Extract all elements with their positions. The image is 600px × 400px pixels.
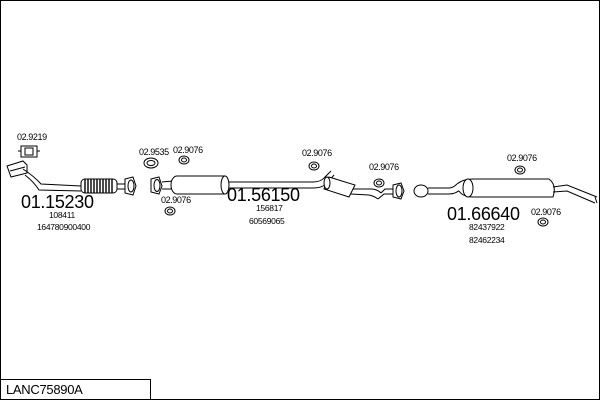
hanger-label-6: 02.9076 <box>531 207 561 217</box>
oem-ref-middle-silencer-1: 156817 <box>256 203 283 213</box>
hanger-label-5: 02.9076 <box>507 153 537 163</box>
part-number-front-pipe: 01.15230 <box>21 192 94 212</box>
ring-part <box>143 157 159 169</box>
oem-ref-middle-silencer-2: 60569065 <box>249 216 285 226</box>
hanger-label-1: 02.9076 <box>173 145 203 155</box>
oem-ref-rear-silencer-2: 82462234 <box>469 235 505 245</box>
front-pipe <box>6 160 137 196</box>
gasket-part <box>18 145 40 158</box>
part-number-middle-silencer: 01.56150 <box>227 185 300 205</box>
part-number-rear-silencer: 01.66640 <box>447 204 520 224</box>
hanger-label-2: 02.9076 <box>161 195 191 205</box>
ring-label: 02.9535 <box>139 147 169 157</box>
hanger-label-3: 02.9076 <box>302 148 332 158</box>
diagram-id: LANC75890A <box>6 382 83 397</box>
gasket-label: 02.9219 <box>17 132 47 142</box>
oem-ref-front-pipe-1: 108411 <box>49 210 75 220</box>
hanger-label-4: 02.9076 <box>369 162 399 172</box>
oem-ref-rear-silencer-1: 82437922 <box>469 222 505 232</box>
hanger-parts <box>164 155 549 227</box>
middle-silencer-pipe <box>150 170 335 195</box>
rear-silencer-pipe <box>323 176 598 204</box>
diagram-id-box: LANC75890A <box>1 379 151 399</box>
oem-ref-front-pipe-2: 164780900400 <box>37 222 91 232</box>
